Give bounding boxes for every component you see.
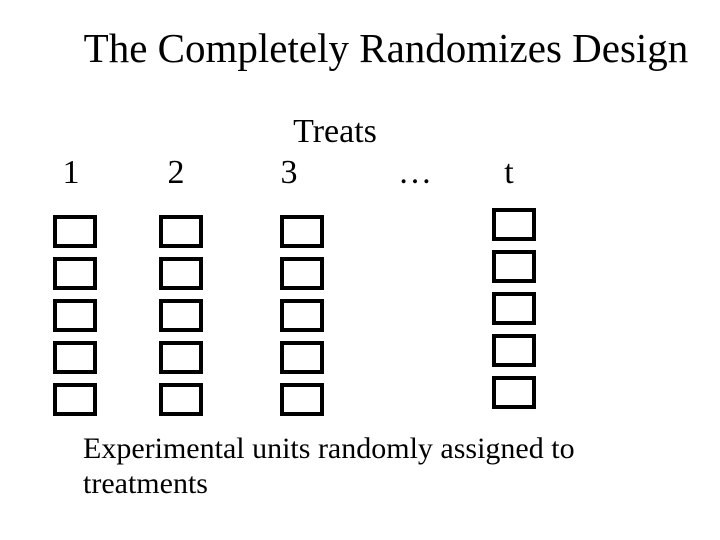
experimental-unit-box [280, 215, 324, 248]
experimental-unit-box [159, 341, 203, 374]
slide-title: The Completely Randomizes Design [83, 25, 689, 71]
experimental-unit-box [492, 334, 536, 367]
experimental-unit-box [159, 215, 203, 248]
caption-text: Experimental units randomly assigned to … [83, 431, 643, 501]
experimental-unit-box [492, 292, 536, 325]
experimental-unit-box [53, 299, 97, 332]
experimental-unit-box [53, 341, 97, 374]
column-label-t: t [504, 154, 514, 191]
column-label-1: 1 [62, 154, 80, 191]
column-label-3: 3 [280, 154, 298, 191]
experimental-unit-box [53, 215, 97, 248]
experimental-unit-box [492, 208, 536, 241]
experimental-unit-box [53, 257, 97, 290]
experimental-unit-box [159, 257, 203, 290]
experimental-unit-box [492, 376, 536, 409]
column-label-ellipsis: … [398, 154, 432, 191]
experimental-unit-box [159, 299, 203, 332]
experimental-unit-box [53, 383, 97, 416]
treatments-header: Treats [293, 113, 377, 150]
experimental-unit-box [159, 383, 203, 416]
experimental-unit-box [280, 257, 324, 290]
experimental-unit-box [280, 341, 324, 374]
column-label-2: 2 [167, 154, 185, 191]
caption-line-2: treatments [83, 467, 208, 500]
caption-line-1: Experimental units randomly assigned to [83, 432, 575, 465]
experimental-unit-box [280, 383, 324, 416]
experimental-unit-box [492, 250, 536, 283]
experimental-unit-box [280, 299, 324, 332]
